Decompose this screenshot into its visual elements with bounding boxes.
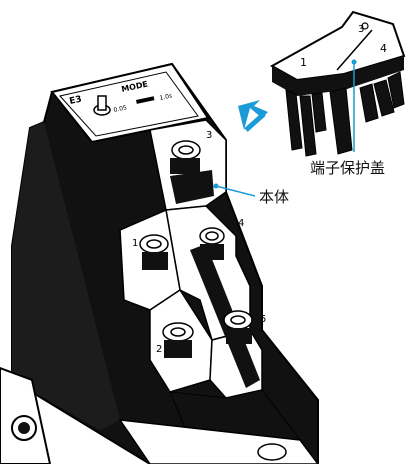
- terminal-number-5: 5: [260, 314, 266, 325]
- model-marking: E3: [69, 95, 83, 107]
- range-high-marking: 1.0s: [159, 92, 173, 101]
- body-label: 本体: [259, 188, 290, 206]
- cover-leader: [351, 59, 357, 152]
- relay-body: E3 MODE 0.05 1.0s: [0, 62, 319, 464]
- terminal-number-4: 4: [238, 218, 244, 229]
- arrow-down-left-icon: [238, 100, 268, 132]
- terminal-cover: 3 4 1: [269, 10, 406, 157]
- terminal-screws: [139, 140, 253, 342]
- terminal-number-2: 2: [156, 344, 162, 355]
- terminal-number-1: 1: [132, 238, 138, 249]
- terminal-cover-label: 端子保护盖: [310, 159, 386, 177]
- cover-mark-3: 3: [358, 24, 364, 35]
- cover-mark-1: 1: [300, 56, 307, 69]
- range-low-marking: 0.05: [113, 104, 128, 114]
- terminal-number-3: 3: [206, 130, 212, 141]
- cover-mark-4: 4: [380, 42, 387, 55]
- body-leader: [213, 183, 256, 197]
